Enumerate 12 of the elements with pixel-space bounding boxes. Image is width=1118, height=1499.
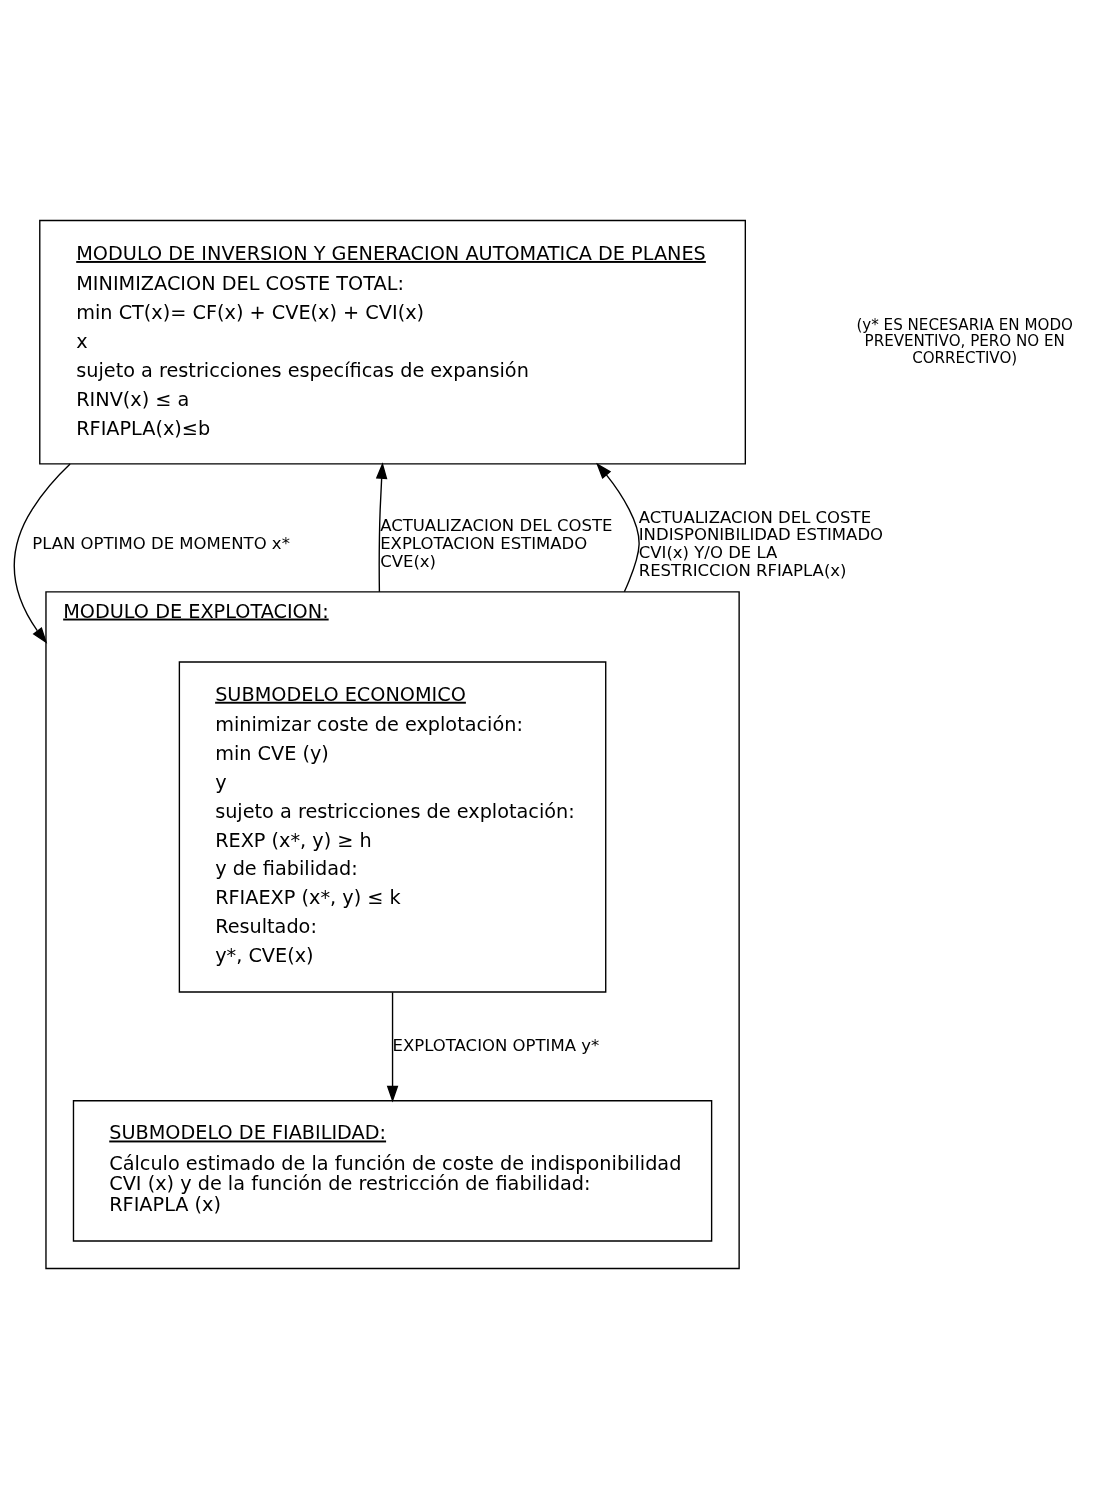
node-box: MODULO DE INVERSION Y GENERACION AUTOMATICA DE PLANES MINIMIZACION DEL COSTE TOTAL: min CT(x)= CF(x) + CVE(x) + CVI(x) x sujeto a restricciones específicas de expansión RINV(x) ≤ a RFIAPLA(x)≤b (39, 219, 746, 465)
arrow (596, 462, 640, 593)
label: (y* ES NECESARIA EN MODO PREVENTIVO, PERO NO EN CORRECTIVO) (856, 315, 1073, 367)
node-box: SUBMODELO ECONOMICO minimizar coste de explotación: min CVE (y) y sujeto a restricciones de explotación: REXP (x*, y) ≥ h y de fiabilidad: RFIAEXP (x*, y) ≤ k Resultado: y*, CVE(x) (178, 660, 607, 993)
edge-label: EXPLOTACION OPTIMA y* (392, 1035, 600, 1055)
edge-label: PLAN OPTIMO DE MOMENTO x* (32, 533, 290, 553)
node-box: SUBMODELO DE FIABILIDAD: Cálculo estimado de la función de coste de indisponibilidad CVI (x) y de la función de restricción de fiabilidad: RFIAPLA (x) (72, 1099, 713, 1242)
edge-label: ACTUALIZACION DEL COSTE INDISPONIBILIDAD ESTIMADO CVI(x) Y/O DE LA RESTRICCION RFIAPLA(x) (638, 507, 884, 580)
arrow (375, 461, 388, 593)
arrow (386, 991, 399, 1102)
edge-label: ACTUALIZACION DEL COSTE EXPLOTACION ESTIMADO CVE(x) (380, 515, 613, 571)
arrow (13, 462, 71, 644)
